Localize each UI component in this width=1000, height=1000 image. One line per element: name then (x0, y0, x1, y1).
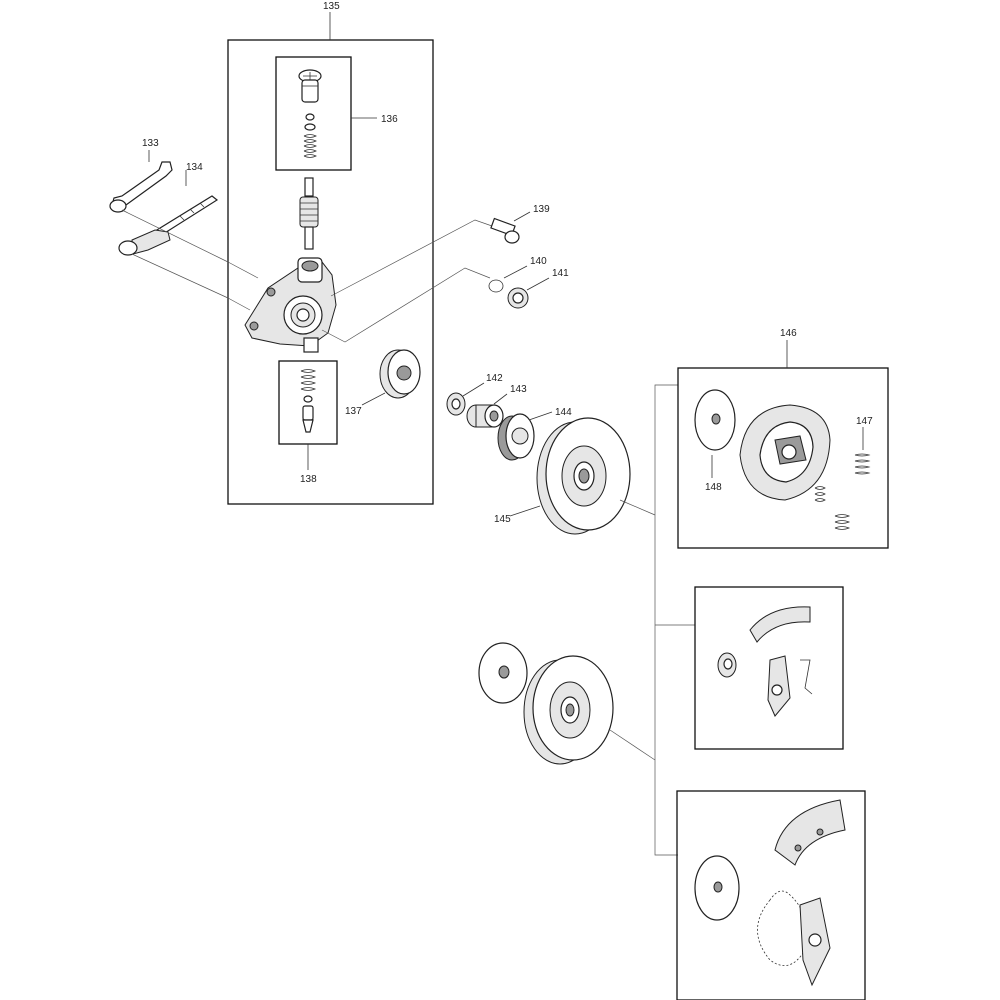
callout-142: 142 (486, 373, 503, 384)
callout-143: 143 (510, 384, 527, 395)
sprocket-144 (497, 411, 553, 461)
circlip-140 (488, 265, 528, 293)
callout-137: 137 (345, 406, 362, 417)
washer-142 (446, 382, 485, 416)
worm-shaft (299, 177, 319, 250)
callout-146: 146 (780, 328, 797, 339)
leader-housing-141 (321, 267, 491, 343)
callout-134: 134 (186, 162, 203, 173)
callout-135: 135 (323, 1, 340, 12)
bolt-139 (490, 211, 531, 244)
leader-housing-139 (330, 219, 493, 297)
oil-pump-assembly-box (227, 12, 434, 505)
callout-139: 139 (533, 204, 550, 215)
sub-assembly-box-136 (275, 56, 377, 171)
sub-assembly-box-138 (278, 360, 338, 470)
callout-147: 147 (856, 416, 873, 427)
oil-adjuster-parts (109, 150, 259, 311)
callout-141: 141 (552, 268, 569, 279)
callout-144: 144 (555, 407, 572, 418)
alternative-clutch-box-2 (694, 586, 844, 750)
callout-145: 145 (494, 514, 511, 525)
callout-labels: 133 134 135 136 137 138 139 140 141 142 … (142, 1, 873, 525)
clutch-assembly-box-146 (677, 340, 889, 549)
oil-pump-housing (244, 257, 337, 353)
needle-bearing-143 (466, 393, 508, 428)
callout-138: 138 (300, 474, 317, 485)
alternative-clutch-drum (478, 642, 614, 765)
worm-gear-137 (361, 349, 421, 406)
callout-148: 148 (705, 482, 722, 493)
callout-140: 140 (530, 256, 547, 267)
clutch-drum-145 (509, 417, 631, 535)
alternative-clutch-box-3 (676, 790, 866, 1000)
alternative-bracket (609, 384, 695, 856)
callout-133: 133 (142, 138, 159, 149)
callout-136: 136 (381, 114, 398, 125)
washer-141 (507, 277, 550, 309)
